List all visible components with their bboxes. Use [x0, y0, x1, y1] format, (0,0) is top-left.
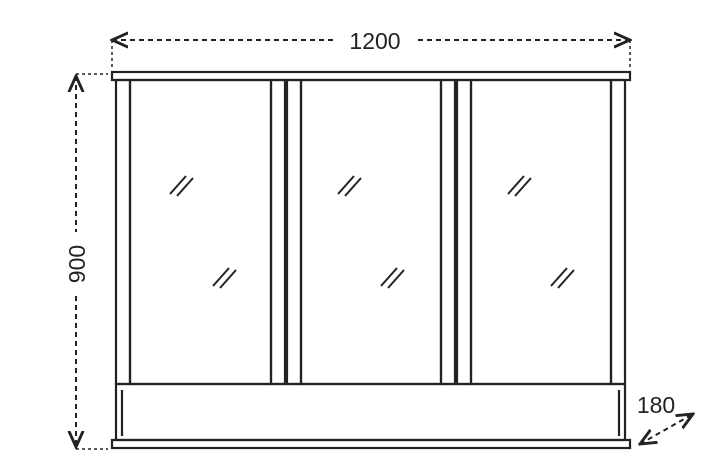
right-side-panel — [609, 78, 627, 386]
bottom-panel — [110, 438, 632, 450]
top-panel — [110, 70, 632, 82]
left-mirror-door — [128, 78, 273, 386]
divider-post-2b — [455, 78, 473, 386]
width-dimension: 1200 — [112, 28, 630, 70]
left-side-panel — [114, 78, 132, 386]
depth-label: 180 — [637, 392, 675, 418]
divider-post-2a — [439, 78, 457, 386]
glass-reflection-marks — [169, 175, 575, 289]
cabinet-body — [110, 70, 632, 450]
bottom-compartment — [114, 382, 627, 442]
mirror-doors — [128, 78, 613, 386]
divider-post-1b — [285, 78, 303, 386]
width-label: 1200 — [349, 28, 400, 54]
right-mirror-door — [469, 78, 613, 386]
divider-post-1a — [269, 78, 287, 386]
height-dimension: 900 — [64, 73, 108, 450]
center-mirror-door — [299, 78, 443, 386]
height-label: 900 — [64, 245, 90, 283]
depth-dimension: 180 — [637, 392, 693, 444]
